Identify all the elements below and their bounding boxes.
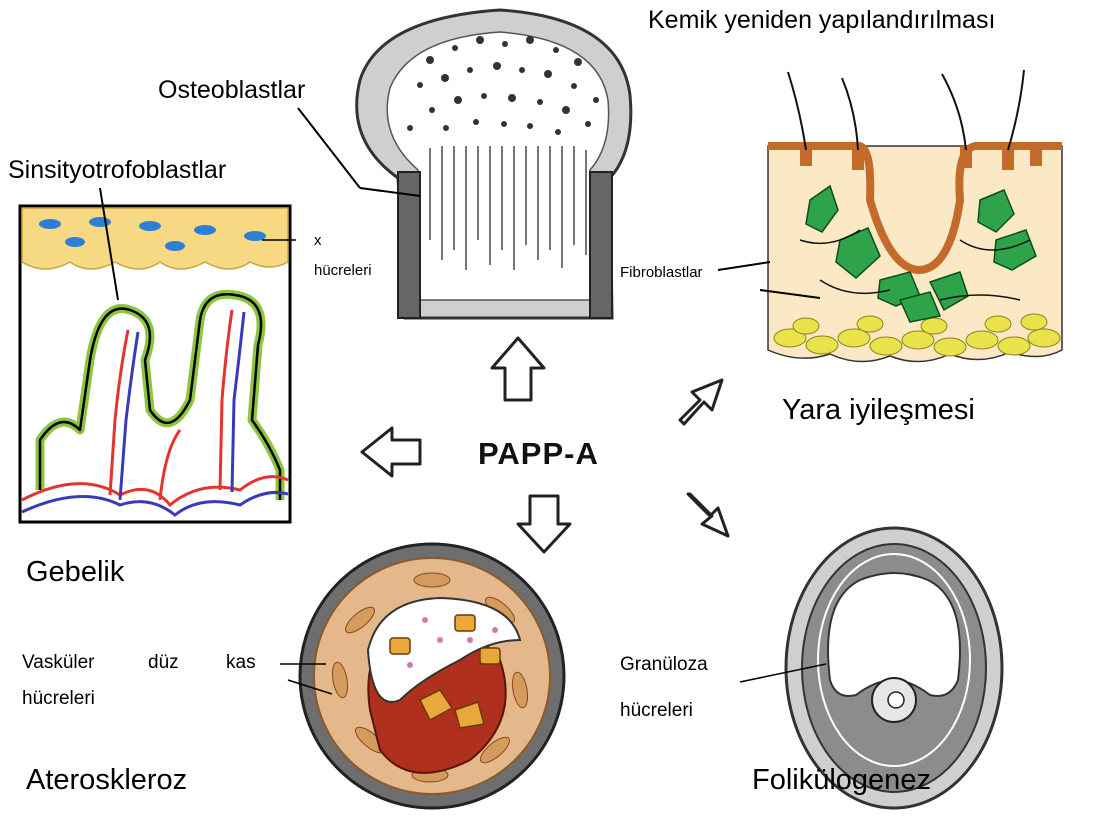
label-osteoblasts: Osteoblastlar xyxy=(158,76,305,105)
label-vsmc-word-1: Vasküler xyxy=(22,652,95,674)
placenta-illustration xyxy=(20,188,296,522)
arrow-up-right-icon xyxy=(680,380,722,424)
bone-illustration xyxy=(357,10,631,318)
arrow-left-icon xyxy=(362,428,420,476)
label-syncytiotrophoblasts: Sinsityotrofoblastlar xyxy=(8,156,226,185)
label-fibroblasts: Fibroblastlar xyxy=(620,264,703,281)
label-bone-remodeling: Kemik yeniden yapılandırılması xyxy=(648,6,995,35)
arrow-down-icon xyxy=(518,496,570,552)
skin-wound-illustration xyxy=(718,70,1062,362)
label-pregnancy: Gebelik xyxy=(26,556,124,589)
label-x-cells: hücreleri xyxy=(314,262,372,279)
label-granulosa-2: hücreleri xyxy=(620,700,693,722)
label-vsmc-word-2: düz xyxy=(148,652,179,674)
label-wound-healing: Yara iyileşmesi xyxy=(782,394,975,427)
label-vsmc-word-4: hücreleri xyxy=(22,688,95,710)
label-x: x xyxy=(314,232,322,249)
arrow-up-icon xyxy=(492,338,544,400)
artery-illustration xyxy=(280,544,564,808)
label-atherosclerosis: Ateroskleroz xyxy=(26,764,187,797)
label-folliculogenesis: Folikülogenez xyxy=(752,764,931,797)
osteoblast-leader-line xyxy=(298,108,360,188)
arrow-down-right-icon xyxy=(688,494,728,536)
center-label-papp-a: PAPP-A xyxy=(478,436,599,472)
label-granulosa-1: Granüloza xyxy=(620,654,708,676)
label-vsmc-word-3: kas xyxy=(226,652,256,674)
